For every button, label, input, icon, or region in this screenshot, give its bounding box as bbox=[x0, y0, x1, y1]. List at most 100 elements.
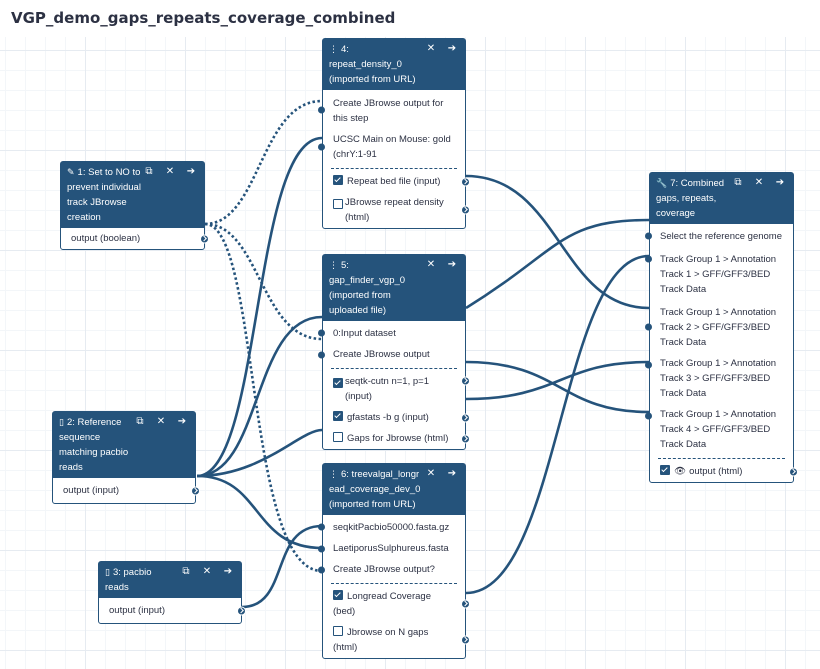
node-longread-coverage[interactable]: ⋮6: treevalgal_longread_coverage_dev_0 (… bbox=[318, 463, 470, 659]
input-row: Track Group 1 > Annotation Track 3 > GFF… bbox=[645, 353, 793, 404]
node-header[interactable]: ▯3: pacbio reads ⧉ ✕ ➔ bbox=[99, 562, 241, 598]
input-row: UCSC Main on Mouse: gold (chrY:1-91 bbox=[318, 129, 465, 165]
input-row: Create JBrowse output? bbox=[318, 559, 465, 580]
output-terminal[interactable] bbox=[191, 486, 200, 495]
pencil-icon: ✎ bbox=[67, 167, 75, 177]
node-title: 1: Set to NO to prevent individual track… bbox=[67, 167, 141, 223]
input-terminal[interactable] bbox=[645, 412, 652, 420]
input-terminal[interactable] bbox=[645, 361, 652, 369]
output-label: Repeat bed file (input) bbox=[347, 176, 441, 187]
arrow-right-icon[interactable]: ➔ bbox=[447, 468, 457, 479]
input-terminal[interactable] bbox=[318, 329, 325, 336]
output-checkbox[interactable] bbox=[333, 626, 343, 636]
output-row: Jbrowse on N gaps (html) bbox=[323, 622, 470, 658]
node-header[interactable]: ✎1: Set to NO to prevent individual trac… bbox=[61, 162, 204, 228]
output-label: output (input) bbox=[63, 485, 119, 496]
eye-icon[interactable]: 👁 bbox=[674, 466, 687, 477]
wire-n2-n4-gold bbox=[196, 136, 323, 478]
divider bbox=[658, 458, 785, 459]
input-terminal[interactable] bbox=[318, 351, 325, 358]
copy-icon[interactable]: ⧉ bbox=[734, 177, 742, 188]
input-label: seqkitPacbio50000.fasta.gz bbox=[333, 522, 450, 533]
output-terminal[interactable] bbox=[461, 434, 470, 443]
wire-n2-n7-ref bbox=[196, 428, 323, 478]
output-row: output (boolean) bbox=[61, 228, 209, 249]
node-header[interactable]: 🔧7: Combined gaps, repeats, coverage ⧉ ✕… bbox=[650, 173, 793, 224]
close-icon[interactable]: ✕ bbox=[202, 566, 212, 577]
workflow-title: VGP_demo_gaps_repeats_coverage_combined bbox=[11, 9, 396, 27]
output-terminal[interactable] bbox=[461, 376, 470, 386]
tool-icon: ⋮ bbox=[329, 260, 338, 270]
arrow-right-icon[interactable]: ➔ bbox=[186, 166, 196, 177]
output-row: JBrowse repeat density (html) bbox=[323, 192, 470, 228]
copy-icon[interactable]: ⧉ bbox=[145, 166, 153, 177]
copy-icon[interactable]: ⧉ bbox=[182, 566, 190, 577]
output-checkbox[interactable] bbox=[333, 432, 343, 442]
output-terminal[interactable] bbox=[461, 177, 470, 186]
close-icon[interactable]: ✕ bbox=[165, 166, 175, 177]
input-terminal[interactable] bbox=[318, 523, 325, 530]
arrow-right-icon[interactable]: ➔ bbox=[223, 566, 233, 577]
node-title: 6: treevalgal_longread_coverage_dev_0 (i… bbox=[329, 469, 421, 510]
close-icon[interactable]: ✕ bbox=[426, 43, 436, 54]
node-reference-sequence[interactable]: ▯2: Reference sequence matching pacbio r… bbox=[52, 411, 200, 504]
arrow-right-icon[interactable]: ➔ bbox=[177, 416, 187, 427]
node-actions: ⧉ ✕ ➔ bbox=[135, 414, 187, 429]
input-row: 0:Input dataset bbox=[318, 321, 465, 344]
output-checkbox[interactable] bbox=[660, 465, 670, 475]
output-row: output (input) bbox=[53, 478, 200, 503]
node-header[interactable]: ⋮6: treevalgal_longread_coverage_dev_0 (… bbox=[323, 464, 465, 515]
output-checkbox[interactable] bbox=[333, 590, 343, 600]
wire-n1-n6-create bbox=[204, 222, 323, 573]
close-icon[interactable]: ✕ bbox=[156, 416, 166, 427]
node-header[interactable]: ▯2: Reference sequence matching pacbio r… bbox=[53, 412, 195, 478]
output-label: Longread Coverage (bed) bbox=[333, 591, 431, 617]
output-row: output (input) bbox=[99, 598, 246, 623]
output-checkbox[interactable] bbox=[333, 411, 343, 421]
output-label: seqtk-cutn n=1, p=1 (input) bbox=[345, 376, 429, 402]
output-terminal[interactable] bbox=[461, 413, 470, 422]
output-terminal[interactable] bbox=[461, 599, 470, 609]
close-icon[interactable]: ✕ bbox=[426, 468, 436, 479]
node-combined-jbrowse[interactable]: 🔧7: Combined gaps, repeats, coverage ⧉ ✕… bbox=[645, 172, 798, 483]
node-gap-finder[interactable]: ⋮5: gap_finder_vgp_0 (imported from uplo… bbox=[318, 254, 470, 450]
output-checkbox[interactable] bbox=[333, 378, 343, 388]
input-terminal[interactable] bbox=[645, 232, 652, 239]
input-terminal[interactable] bbox=[318, 545, 325, 552]
output-terminal[interactable] bbox=[200, 234, 209, 243]
node-header[interactable]: ⋮5: gap_finder_vgp_0 (imported from uplo… bbox=[323, 255, 465, 321]
input-label: Create JBrowse output? bbox=[333, 564, 435, 575]
node-actions: ✕ ➔ bbox=[426, 466, 457, 481]
input-label: Track Group 1 > Annotation Track 3 > GFF… bbox=[660, 358, 777, 399]
wire-n3-n6-reads bbox=[241, 524, 323, 609]
wire-n5-n7-t3 bbox=[465, 360, 650, 414]
output-terminal[interactable] bbox=[461, 635, 470, 645]
input-label: UCSC Main on Mouse: gold (chrY:1-91 bbox=[333, 134, 451, 160]
output-terminal[interactable] bbox=[461, 205, 470, 215]
node-repeat-density[interactable]: ⋮4: repeat_density_0 (imported from URL)… bbox=[318, 38, 470, 229]
output-checkbox[interactable] bbox=[333, 175, 343, 185]
close-icon[interactable]: ✕ bbox=[754, 177, 764, 188]
node-set-to-no[interactable]: ✎1: Set to NO to prevent individual trac… bbox=[60, 161, 209, 250]
tool-icon: ⋮ bbox=[329, 469, 338, 479]
close-icon[interactable]: ✕ bbox=[426, 259, 436, 270]
input-label: Track Group 1 > Annotation Track 1 > GFF… bbox=[660, 254, 777, 295]
arrow-right-icon[interactable]: ➔ bbox=[447, 259, 457, 270]
file-icon: ▯ bbox=[59, 417, 64, 427]
wrench-icon: 🔧 bbox=[656, 178, 668, 188]
input-terminal[interactable] bbox=[645, 255, 652, 263]
input-terminal[interactable] bbox=[318, 143, 325, 151]
input-terminal[interactable] bbox=[318, 106, 325, 113]
copy-icon[interactable]: ⧉ bbox=[136, 416, 144, 427]
node-pacbio-reads[interactable]: ▯3: pacbio reads ⧉ ✕ ➔ output (input) bbox=[98, 561, 246, 624]
node-header[interactable]: ⋮4: repeat_density_0 (imported from URL)… bbox=[323, 39, 465, 90]
input-terminal[interactable] bbox=[645, 323, 652, 330]
input-terminal[interactable] bbox=[318, 566, 325, 573]
output-terminal[interactable] bbox=[789, 467, 798, 476]
arrow-right-icon[interactable]: ➔ bbox=[775, 177, 785, 188]
input-row: LaetiporusSulphureus.fasta bbox=[318, 538, 465, 559]
output-terminal[interactable] bbox=[237, 606, 246, 615]
input-row: Track Group 1 > Annotation Track 2 > GFF… bbox=[645, 300, 793, 353]
arrow-right-icon[interactable]: ➔ bbox=[447, 43, 457, 54]
output-checkbox[interactable] bbox=[333, 199, 343, 209]
